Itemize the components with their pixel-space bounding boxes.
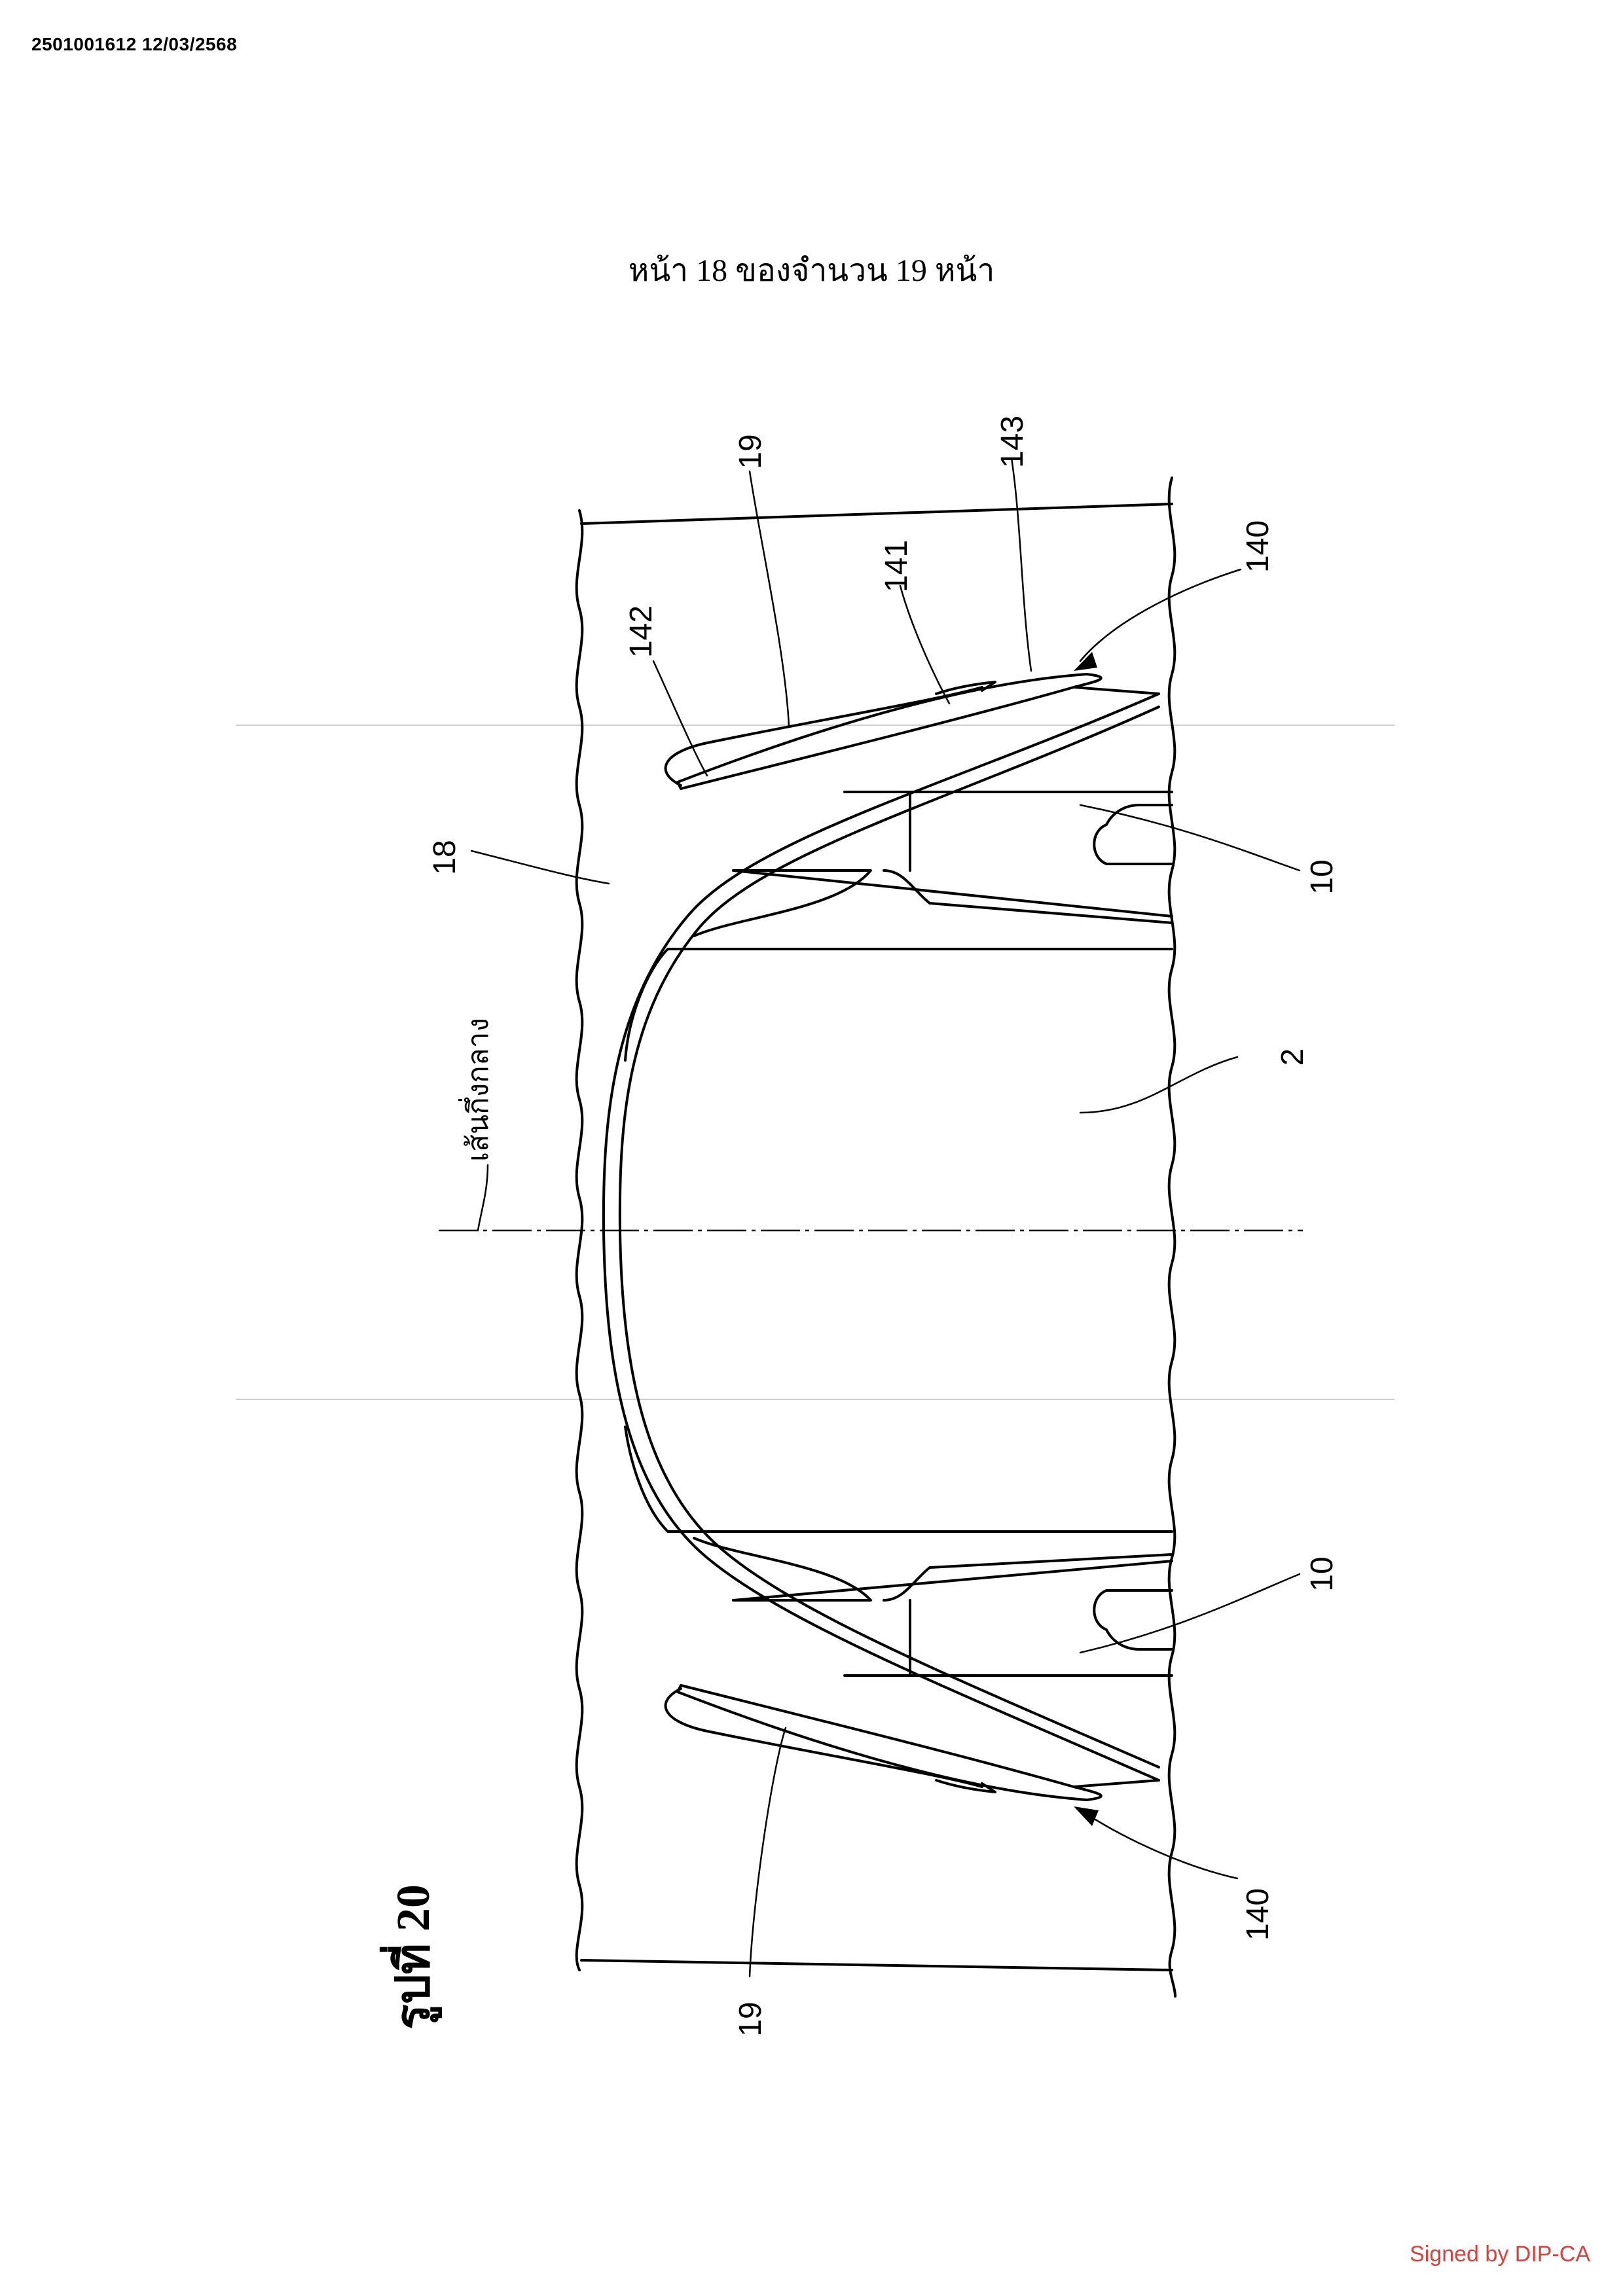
label-140-top: 140 (1241, 520, 1275, 573)
centerline-label: เส้นกึ่งกลาง (458, 1018, 494, 1162)
leader-19-top (748, 470, 790, 728)
signature-footer: Signed by DIP-CA (1410, 2242, 1590, 2267)
upper-flange-curve (883, 869, 1173, 924)
upper-flange-line-1 (732, 869, 1173, 918)
outer-contour-line (602, 692, 1160, 1782)
upper-stud (1093, 804, 1173, 865)
leader-140-top (1079, 568, 1242, 662)
arrow-140-top (1074, 652, 1097, 671)
body-contour-lower (624, 1426, 1173, 1533)
figure-title: รูปที่ 20 (379, 1884, 443, 2030)
leader-141 (899, 584, 951, 705)
label-142: 142 (624, 605, 659, 658)
lower-flange-line-1 (732, 1560, 1173, 1602)
arrow-140-bottom (1074, 1806, 1099, 1826)
leader-centerline (477, 1164, 489, 1232)
lower-blade-edge (1072, 1779, 1160, 1788)
label-19-bottom: 19 (733, 2001, 768, 2036)
leader-140-bottom (1079, 1808, 1239, 1880)
label-10-bottom: 10 (1305, 1556, 1340, 1591)
page-number: หน้า 18 ของจำนวน 19 หน้า (628, 253, 995, 288)
inner-contour-line (618, 706, 1160, 1768)
lower-flange-curve (883, 1553, 1173, 1602)
leader-10-bottom (1079, 1573, 1301, 1654)
leader-19-bottom (748, 1727, 787, 1978)
document-id: 2501001612 12/03/2568 (31, 34, 238, 54)
label-18: 18 (428, 840, 462, 874)
leader-142 (652, 660, 708, 777)
lower-blade-tip (935, 1779, 996, 1793)
upper-blade-141 (664, 686, 983, 787)
label-141: 141 (879, 540, 914, 592)
break-line-left (575, 509, 584, 1971)
tread-bottom-edge (580, 1959, 1173, 1971)
lower-blade-141 (664, 1687, 983, 1788)
label-140-bottom: 140 (1241, 1888, 1275, 1941)
lower-blade-140 (676, 1684, 1103, 1801)
label-143: 143 (995, 416, 1030, 468)
body-contour (624, 948, 1173, 1062)
tread-top-edge (580, 503, 1173, 525)
lower-bead-wedge (693, 1537, 872, 1602)
label-10-top: 10 (1305, 859, 1340, 894)
label-19-top: 19 (733, 434, 768, 469)
upper-blade-edge (1072, 686, 1160, 695)
lower-stud (1093, 1589, 1173, 1651)
leader-2 (1079, 1056, 1239, 1114)
leader-143 (1010, 457, 1032, 672)
label-2: 2 (1275, 1049, 1310, 1066)
leader-10-top (1079, 804, 1301, 872)
upper-blade-140 (676, 673, 1103, 790)
leader-18 (470, 850, 610, 885)
break-line-right (1167, 476, 1176, 1998)
upper-bead-wedge (693, 869, 872, 937)
